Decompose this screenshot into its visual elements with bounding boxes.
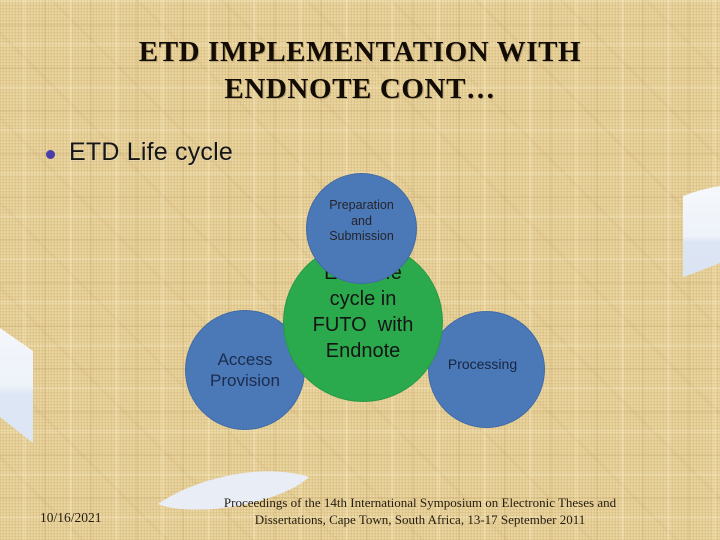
node-label-line: Submission xyxy=(329,229,394,244)
slide-title-line-1: ETD IMPLEMENTATION WITH xyxy=(138,36,582,68)
bullet-item: ETD Life cycle xyxy=(46,138,233,167)
footer-credit: Proceedings of the 14th International Sy… xyxy=(160,494,680,528)
diagram-node-preparation-submission: Preparation and Submission xyxy=(306,173,417,284)
bullet-dot-icon xyxy=(46,149,55,159)
node-label-line: and xyxy=(351,213,372,228)
node-label-line: Processing xyxy=(447,355,518,372)
node-label-line: cycle in xyxy=(329,288,397,310)
node-label-line: Endnote xyxy=(325,340,401,362)
node-label-line: Preparation xyxy=(329,198,394,213)
bullet-text: ETD Life cycle xyxy=(69,138,233,166)
footer-credit-line-2: Dissertations, Cape Town, South Africa, … xyxy=(254,512,586,527)
node-label-line: Provision xyxy=(210,371,280,390)
footer-credit-line-1: Proceedings of the 14th International Sy… xyxy=(223,495,617,510)
slide-title-line-2: ENDNOTE CONT… xyxy=(224,73,496,105)
decor-left-band xyxy=(0,328,33,443)
node-label-line: Access xyxy=(217,350,273,369)
diagram-node-processing: Processing xyxy=(428,311,545,428)
node-label-line: FUTO with xyxy=(312,314,414,336)
slide-title: ETD IMPLEMENTATION WITH ENDNOTE CONT… xyxy=(0,34,720,108)
decor-right-ribbon xyxy=(683,186,720,277)
footer-date: 10/16/2021 xyxy=(40,510,102,525)
